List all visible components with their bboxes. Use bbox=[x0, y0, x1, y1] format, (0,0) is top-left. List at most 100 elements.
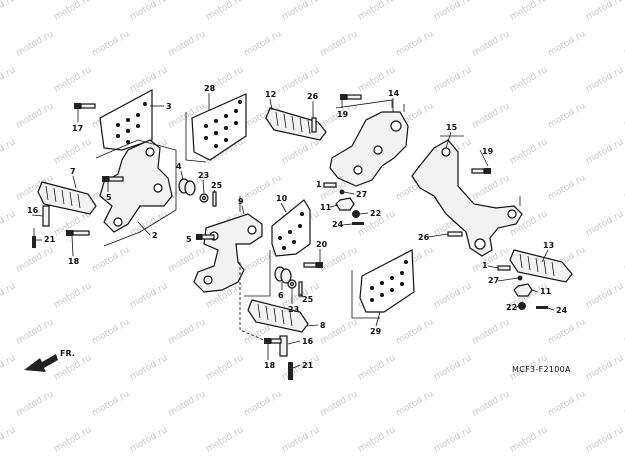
bracket-2-hole-c bbox=[113, 217, 123, 227]
callout-22b: 22 bbox=[506, 303, 517, 312]
footpeg-8 bbox=[247, 299, 309, 333]
callout-3: 3 bbox=[166, 102, 172, 111]
watermark-text: motod.ru bbox=[91, 29, 132, 58]
bracket-15-hole-c bbox=[474, 238, 486, 250]
watermark-text: motod.ru bbox=[357, 425, 398, 454]
diagram-reference-code: MCF3-F2100A bbox=[512, 365, 571, 374]
watermark-text: motod.ru bbox=[129, 281, 170, 310]
watermark-text: motod.ru bbox=[0, 137, 17, 166]
pin-25-lower bbox=[298, 281, 303, 297]
watermark-text: motod.ru bbox=[15, 101, 56, 130]
heel-guard-plate-29 bbox=[359, 249, 415, 313]
callout-1a: 1 bbox=[316, 180, 322, 189]
watermark-text: motod.ru bbox=[53, 281, 94, 310]
footpeg-13 bbox=[509, 249, 573, 283]
footpeg-bracket-15 bbox=[411, 139, 523, 257]
watermark-text: motod.ru bbox=[585, 209, 625, 238]
watermark-text: motod.ru bbox=[281, 425, 322, 454]
watermark-text: motod.ru bbox=[319, 29, 360, 58]
watermark-text: motod.ru bbox=[281, 65, 322, 94]
watermark-text: motod.ru bbox=[547, 101, 588, 130]
heel-guard-plate-10 bbox=[271, 199, 311, 257]
pin-24-right bbox=[536, 306, 548, 309]
callout-16b: 16 bbox=[302, 337, 314, 346]
watermark-text: motod.ru bbox=[433, 281, 474, 310]
watermark-text: motod.ru bbox=[243, 29, 284, 58]
bracket-14-hole-b bbox=[353, 165, 363, 175]
watermark-text: motod.ru bbox=[243, 389, 284, 418]
washer-23-upper bbox=[199, 193, 209, 203]
watermark-text: motod.ru bbox=[53, 65, 94, 94]
watermark-text: motod.ru bbox=[53, 425, 94, 454]
watermark-text: motod.ru bbox=[53, 137, 94, 166]
callout-11a: 11 bbox=[320, 203, 332, 212]
watermark-text: motod.ru bbox=[167, 29, 208, 58]
bracket-9-hole-b bbox=[247, 225, 257, 235]
callout-21a: 21 bbox=[44, 235, 56, 244]
watermark-text: motod.ru bbox=[509, 0, 550, 23]
bracket-14-hole-a bbox=[390, 120, 402, 132]
plate-28-reference-line bbox=[185, 112, 207, 163]
front-direction-label: FR. bbox=[60, 349, 75, 358]
callout-16a: 16 bbox=[27, 206, 39, 215]
plate-29-holes bbox=[370, 260, 408, 302]
bracket-9-reference-box bbox=[239, 196, 271, 297]
watermark-text: motod.ru bbox=[0, 0, 17, 23]
center-dash-reference bbox=[239, 262, 265, 341]
footpeg-12 bbox=[265, 107, 327, 141]
bracket-14-reference-box bbox=[335, 99, 405, 112]
washer-22-upper bbox=[352, 210, 360, 218]
callout-19a: 19 bbox=[337, 110, 349, 119]
pin-24-upper bbox=[352, 222, 364, 225]
watermark-text: motod.ru bbox=[547, 29, 588, 58]
heel-guard-plate-28 bbox=[191, 93, 247, 161]
watermark-text: motod.ru bbox=[15, 389, 56, 418]
watermark-text: motod.ru bbox=[0, 281, 17, 310]
callout-21b: 21 bbox=[302, 361, 314, 370]
watermark-text: motod.ru bbox=[433, 425, 474, 454]
watermark-text: motod.ru bbox=[205, 0, 246, 23]
watermark-text: motod.ru bbox=[0, 65, 17, 94]
watermark-text: motod.ru bbox=[471, 29, 512, 58]
bracket-2-reference-box bbox=[95, 139, 177, 247]
callout-26a: 26 bbox=[307, 92, 319, 101]
pin-25-upper bbox=[212, 191, 217, 207]
watermark-text: motod.ru bbox=[167, 389, 208, 418]
watermark-text: motod.ru bbox=[15, 29, 56, 58]
callout-25a: 25 bbox=[211, 181, 223, 190]
plate-29-reference-line bbox=[351, 270, 380, 319]
bolt-5-center bbox=[196, 234, 215, 240]
callout-14: 14 bbox=[388, 89, 400, 98]
callout-25b: 25 bbox=[302, 295, 314, 304]
bolt-20 bbox=[303, 262, 323, 268]
watermark-text: motod.ru bbox=[585, 0, 625, 23]
watermark-text: motod.ru bbox=[509, 65, 550, 94]
plate-3-holes bbox=[116, 102, 147, 144]
ball-27-upper bbox=[339, 189, 345, 195]
callout-5a: 5 bbox=[106, 193, 112, 202]
watermark-text: motod.ru bbox=[91, 317, 132, 346]
ball-27-right bbox=[517, 275, 523, 281]
watermark-text: motod.ru bbox=[281, 137, 322, 166]
watermark-text: motod.ru bbox=[433, 65, 474, 94]
callout-23b: 23 bbox=[288, 305, 299, 314]
bolt-5-left bbox=[102, 176, 124, 182]
washer-23-lower bbox=[287, 279, 297, 289]
watermark-text: motod.ru bbox=[547, 317, 588, 346]
spring-4 bbox=[178, 178, 196, 196]
spring-1-right bbox=[497, 265, 511, 271]
cotter-pin-21 bbox=[32, 228, 36, 248]
watermark-text: motod.ru bbox=[205, 425, 246, 454]
plate-28-holes bbox=[204, 100, 242, 148]
spring-6 bbox=[274, 266, 292, 284]
watermark-text: motod.ru bbox=[91, 389, 132, 418]
plate-10-holes bbox=[278, 212, 304, 250]
pin-16 bbox=[42, 205, 50, 227]
callout-13: 13 bbox=[543, 241, 554, 250]
watermark-text: motod.ru bbox=[281, 353, 322, 382]
callout-labels: 3 17 28 12 26 19 14 15 19 7 4 23 25 5 16… bbox=[27, 84, 568, 370]
watermark-text: motod.ru bbox=[395, 389, 436, 418]
nut-11-upper bbox=[335, 197, 355, 211]
nut-11-right bbox=[513, 283, 533, 297]
watermark-text: motod.ru bbox=[167, 317, 208, 346]
